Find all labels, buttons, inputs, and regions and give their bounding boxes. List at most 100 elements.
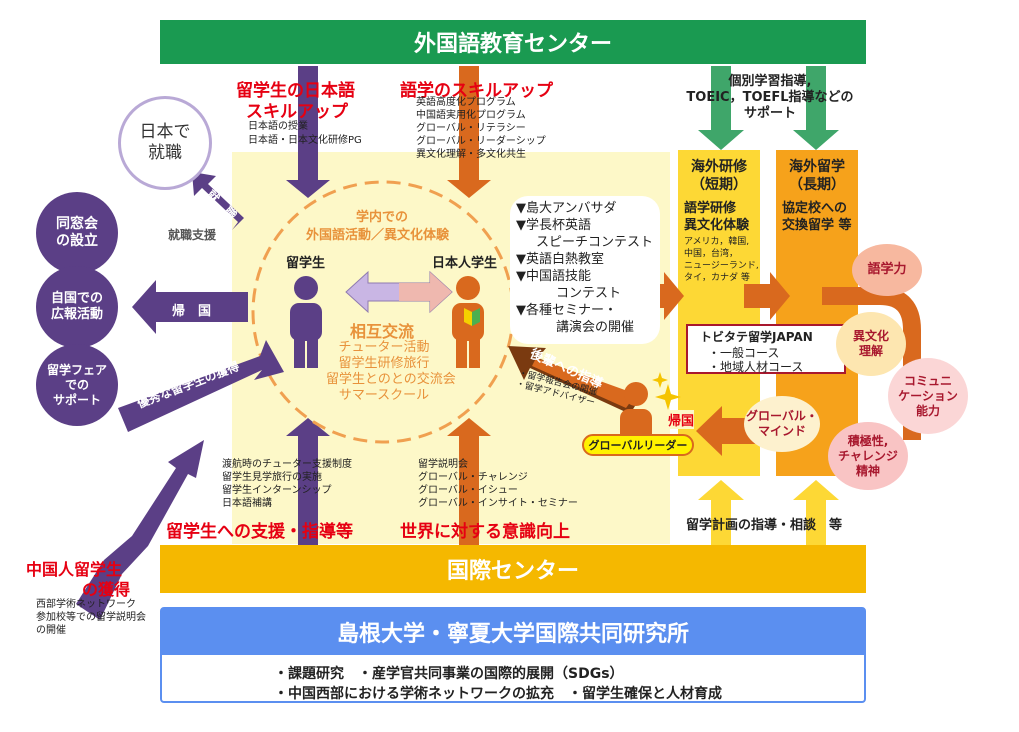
- foreign-language-center-title: 外国語教育センター: [413, 32, 612, 57]
- institute-title-bar: 島根大学・寧夏大学国際共同研究所: [162, 609, 864, 655]
- japanese-student-figure: [452, 276, 484, 368]
- study-fair-line: サポート: [52, 392, 101, 407]
- sparkle-icon: [652, 372, 681, 410]
- global-mind-circle: グローバル・ マインド: [744, 396, 820, 452]
- institute-box: 島根大学・寧夏大学国際共同研究所 ・課題研究 ・産学官共同事業の国際的展開（SD…: [160, 607, 866, 703]
- japanese-skill-item: 日本語の授業: [248, 121, 308, 132]
- kokusai-center-title: 国際センター: [446, 559, 579, 584]
- language-skill-items: 英語高度化プログラム 中国語実用化プログラム グローバル・リテラシー グローバル…: [416, 96, 546, 161]
- campus-title-2: 外国語活動／異文化体験: [306, 228, 450, 243]
- global-leader-label: グローバルリーダー: [588, 439, 688, 452]
- individual-support-line: サポート: [743, 106, 796, 121]
- long-term-sub-line: 協定校への: [782, 201, 848, 216]
- alumni-line: の設立: [56, 233, 98, 249]
- study-plan-label: 留学計画の指導・相談 等: [686, 518, 843, 533]
- study-fair-circle: 留学フェア での サポート: [36, 344, 118, 426]
- support-right-item: 留学説明会: [418, 459, 468, 470]
- activities-box: [510, 196, 660, 344]
- positivity-line: 精神: [855, 463, 880, 478]
- activity-item: ▼学長杯英語: [516, 218, 591, 233]
- international-student-label: 留学生: [286, 256, 326, 271]
- short-term-countries: アメリカ，韓国, 中国，台湾， ニュージーランド, タイ，カナダ 等: [684, 236, 759, 284]
- individual-support-line: TOEIC，TOEFL指導などの: [686, 90, 854, 105]
- skills-flow-curve: [822, 287, 921, 440]
- language-ability-label: 語学力: [867, 261, 907, 277]
- alumni-line: 同窓会: [56, 215, 98, 232]
- intercultural-circle: 異文化 理解: [836, 312, 906, 376]
- positivity-line: チャレンジ: [838, 448, 898, 463]
- short-term-sub: 語学研修 異文化体験: [684, 200, 749, 234]
- china-arrow: [76, 440, 204, 620]
- exchange-title: 相互交流: [350, 322, 415, 341]
- job-circle-line: 日本で: [139, 121, 191, 142]
- country-line: タイ，カナダ 等: [684, 273, 750, 283]
- long-term-sub: 協定校への 交換留学 等: [782, 200, 852, 234]
- tobitate-box: [686, 324, 846, 374]
- institute-title: 島根大学・寧夏大学国際共同研究所: [336, 622, 689, 647]
- language-skill-item: 英語高度化プログラム: [416, 97, 516, 108]
- china-item: 参加校等での留学説明会: [36, 612, 146, 623]
- individual-support-line: 個別学習指導,: [728, 74, 812, 89]
- exchange-item: サマースクール: [338, 388, 430, 403]
- support-right-item: グローバル・イシュー: [418, 485, 518, 496]
- alumni-circle: 同窓会 の設立: [36, 192, 118, 274]
- activity-item: コンテスト: [556, 286, 622, 301]
- return-left-label: 帰 国: [172, 304, 212, 319]
- short-term-title-line: 海外研修: [691, 159, 747, 175]
- job-circle-line: 就職: [148, 143, 182, 163]
- positivity-circle: 積極性, チャレンジ 精神: [828, 422, 908, 490]
- communication-line: 能力: [915, 403, 940, 418]
- support-right-title: 世界に対する意識向上: [400, 522, 570, 542]
- long-term-title: 海外留学 （長期）: [776, 158, 858, 194]
- arrow-to-long-term: [744, 272, 790, 320]
- japanese-skill-items: 日本語の授業 日本語・日本文化研修PG: [248, 120, 362, 148]
- country-line: ニュージーランド,: [684, 261, 759, 271]
- short-term-title-line: （短期）: [691, 177, 747, 193]
- language-skill-item: 異文化理解・多文化共生: [416, 149, 526, 160]
- support-left-items: 渡航時のチューター支援制度 留学生見学旅行の実施 留学生インターンシップ 日本語…: [222, 458, 352, 510]
- japanese-skill-title-1: 留学生の日本語: [236, 81, 355, 101]
- language-skill-title: 語学のスキルアップ: [400, 81, 553, 101]
- global-leader-pill: グローバルリーダー: [582, 434, 694, 456]
- china-title-1: 中国人留学生: [26, 560, 123, 579]
- arrow-up-support: [286, 418, 330, 545]
- job-support-label: 就職支援: [168, 228, 217, 242]
- japanese-student-label: 日本人学生: [432, 256, 498, 271]
- support-left-item: 渡航時のチューター支援制度: [222, 459, 352, 470]
- exchange-item: 留学生とのとの交流会: [326, 372, 456, 387]
- china-item: 西部学術ネットワーク: [36, 599, 136, 610]
- activity-item: 講演会の開催: [556, 320, 635, 335]
- support-left-item: 日本語補講: [222, 498, 272, 509]
- china-title-2: の獲得: [82, 580, 131, 599]
- positivity-line: 積極性,: [847, 433, 889, 448]
- support-left-item: 留学生見学旅行の実施: [222, 472, 322, 483]
- institute-line-1: ・課題研究 ・産学官共同事業の国際的展開（SDGs）: [274, 666, 624, 682]
- home-promotion-line: 広報活動: [50, 307, 103, 322]
- global-mind-line: マインド: [757, 424, 806, 438]
- japanese-skill-title-2: スキルアップ: [246, 102, 348, 122]
- long-term-sub-line: 交換留学 等: [782, 218, 852, 233]
- institute-line-2: ・中国西部における学術ネットワークの拡充 ・留学生確保と人材育成: [274, 686, 722, 702]
- language-skill-item: 中国語実用化プログラム: [416, 110, 526, 121]
- foreign-language-center-banner: 外国語教育センター: [160, 20, 866, 64]
- activities-list: ▼島大アンバサダ ▼学長杯英語 スピーチコンテスト ▼英語白熱教室 ▼中国語技能…: [516, 200, 653, 336]
- global-mind-line: グローバル・: [746, 409, 818, 423]
- job-arrow: [192, 172, 244, 230]
- china-items: 西部学術ネットワーク 参加校等での留学説明会 の開催: [36, 598, 146, 637]
- activity-item: ▼中国語技能: [516, 269, 591, 284]
- short-term-sub-line: 語学研修: [684, 201, 737, 216]
- long-term-title-line: （長期）: [789, 177, 845, 193]
- study-fair-line: での: [64, 377, 89, 392]
- short-term-sub-line: 異文化体験: [684, 218, 750, 233]
- short-term-title: 海外研修 （短期）: [678, 158, 760, 194]
- arrow-down-short-term: [698, 66, 744, 150]
- long-term-title-line: 海外留学: [789, 159, 845, 175]
- home-promotion-line: 自国での: [50, 290, 103, 306]
- china-item: の開催: [36, 625, 66, 636]
- language-ability-circle: 語学力: [852, 244, 922, 296]
- arrow-up-long-term: [793, 480, 839, 545]
- arrow-down-japanese-skill: [286, 66, 330, 198]
- language-skill-item: グローバル・リーダーシップ: [416, 136, 546, 147]
- activity-item: ▼島大アンバサダ: [516, 201, 617, 216]
- campus-title-1: 学内での: [356, 210, 409, 225]
